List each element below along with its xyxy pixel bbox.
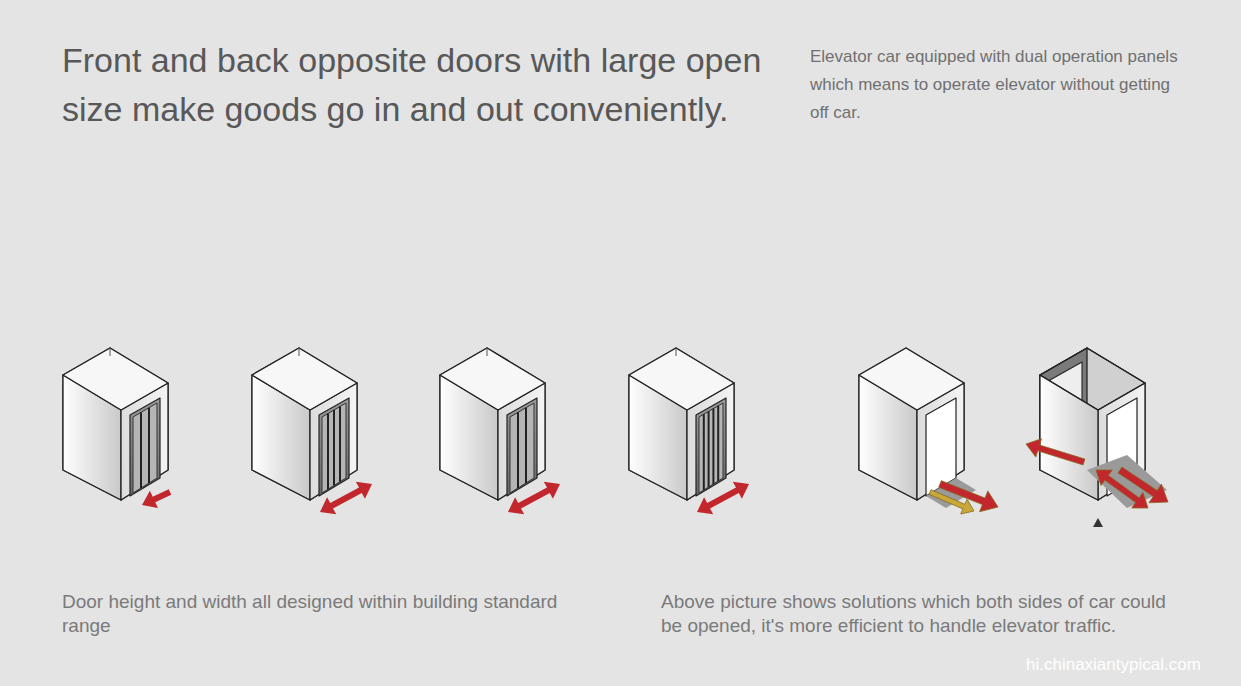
car-stroke [708,411,710,487]
car-face [440,348,545,500]
car-face [507,398,537,496]
car-face [252,348,357,410]
car-face [859,348,964,500]
caption-text: Above picture shows solutions which both… [661,590,1181,638]
marker-triangle [1093,518,1103,527]
car-stroke [525,408,527,483]
side-note: Elevator car equipped with dual operatio… [810,43,1190,127]
heading: Front and back opposite doors with large… [62,36,792,134]
car-face [629,348,734,500]
car-face [63,348,168,500]
direction-arrow [1026,439,1085,465]
direction-arrow [508,482,560,514]
car-stroke [712,409,714,484]
car-face [252,348,357,500]
car-stroke [487,348,488,356]
car-stroke [148,408,150,483]
car-face [1087,455,1167,508]
direction-arrow [697,482,749,514]
car-stroke [110,348,111,356]
car-face [1040,375,1098,500]
car-stroke [703,414,705,490]
car-face [63,348,168,410]
car-face [133,403,157,493]
caption-text: Door height and width all designed withi… [62,590,602,638]
car-face [859,348,964,410]
car-stroke [339,407,341,482]
car-face [510,403,534,493]
car-face [130,398,160,496]
car-face [319,398,349,496]
car-face [1040,348,1145,410]
car-stroke [327,414,329,490]
car-stroke [717,406,719,481]
direction-arrow [142,489,171,508]
car-stroke [333,410,335,486]
car-stroke [517,412,519,488]
car-stroke [299,348,300,356]
watermark: hi.chinaxiantypical.com [1026,654,1201,676]
car-face [696,398,726,496]
direction-arrow [320,482,372,514]
direction-arrow [929,490,974,514]
direction-arrow [1096,470,1148,508]
car-stroke [140,412,142,488]
car-face [629,348,734,410]
car-stroke [676,348,677,356]
car-face [440,348,545,410]
car-face [699,403,723,493]
car-face [322,403,346,493]
